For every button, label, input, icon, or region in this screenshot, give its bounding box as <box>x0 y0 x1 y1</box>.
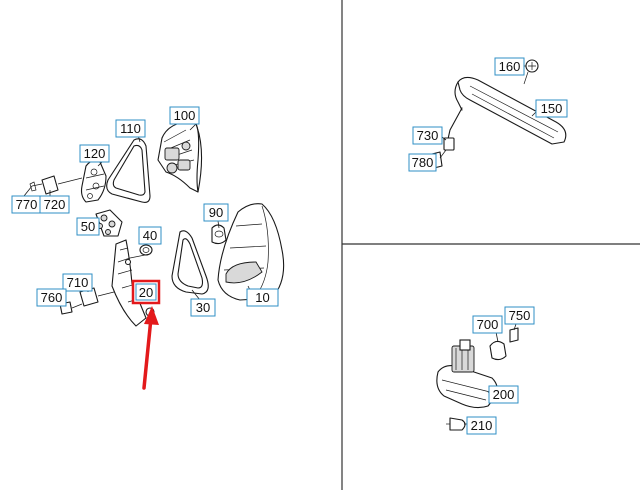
part-730-wire[interactable] <box>443 107 463 151</box>
svg-text:160: 160 <box>499 59 521 74</box>
tag-20-highlighted[interactable]: 20 <box>131 279 161 305</box>
tag-160[interactable]: 160 <box>494 57 525 76</box>
svg-text:700: 700 <box>477 317 499 332</box>
part-750-clip[interactable] <box>509 327 519 343</box>
tag-90[interactable]: 90 <box>203 203 229 222</box>
tag-150[interactable]: 150 <box>535 99 568 118</box>
tag-770[interactable]: 770 <box>11 195 42 214</box>
part-tags: 100 110 120 770 720 50 40 90 <box>11 57 568 435</box>
svg-text:150: 150 <box>541 101 563 116</box>
part-110-frame[interactable] <box>106 138 151 203</box>
svg-text:50: 50 <box>81 219 95 234</box>
tag-720[interactable]: 720 <box>39 195 70 214</box>
tag-730[interactable]: 730 <box>412 126 443 145</box>
part-150-strip[interactable] <box>454 76 567 145</box>
part-100-housing[interactable] <box>157 121 203 193</box>
part-10-cover[interactable] <box>217 203 285 301</box>
svg-text:210: 210 <box>471 418 493 433</box>
part-30-glass[interactable] <box>171 230 209 295</box>
part-770-connector[interactable] <box>29 175 83 195</box>
svg-text:750: 750 <box>509 308 531 323</box>
svg-text:760: 760 <box>41 290 63 305</box>
tag-100[interactable]: 100 <box>169 106 200 125</box>
svg-text:40: 40 <box>143 228 157 243</box>
svg-text:20: 20 <box>139 285 153 300</box>
part-50-sensor[interactable] <box>95 209 123 237</box>
panel-dividers <box>341 0 640 490</box>
mirror-assembly <box>23 121 285 327</box>
part-120-bracket[interactable] <box>80 160 107 203</box>
part-200-lamp[interactable] <box>436 339 498 409</box>
svg-text:100: 100 <box>174 108 196 123</box>
svg-text:770: 770 <box>16 197 38 212</box>
tag-40[interactable]: 40 <box>138 226 162 245</box>
svg-text:730: 730 <box>417 128 439 143</box>
tag-110[interactable]: 110 <box>115 119 146 138</box>
part-760-clip[interactable] <box>59 301 83 315</box>
tag-710[interactable]: 710 <box>62 273 93 292</box>
tag-50[interactable]: 50 <box>76 217 100 236</box>
tag-750[interactable]: 750 <box>504 306 535 325</box>
svg-text:720: 720 <box>44 197 66 212</box>
part-40-ring[interactable] <box>139 244 153 256</box>
svg-text:30: 30 <box>196 300 210 315</box>
part-700-bulb-holder[interactable] <box>489 340 507 361</box>
tag-200[interactable]: 200 <box>488 385 519 404</box>
tag-700[interactable]: 700 <box>472 315 503 334</box>
tag-210[interactable]: 210 <box>466 416 497 435</box>
tag-760[interactable]: 760 <box>36 288 67 307</box>
tag-120[interactable]: 120 <box>79 144 110 163</box>
svg-text:10: 10 <box>255 290 269 305</box>
svg-text:90: 90 <box>209 205 223 220</box>
tag-10[interactable]: 10 <box>246 288 279 307</box>
tag-30[interactable]: 30 <box>190 298 216 317</box>
tag-780[interactable]: 780 <box>408 153 437 172</box>
part-210-bulb[interactable] <box>446 417 466 431</box>
svg-text:120: 120 <box>84 146 106 161</box>
part-160-screw[interactable] <box>523 59 539 85</box>
highlight-arrow <box>142 306 159 390</box>
svg-text:110: 110 <box>120 121 141 136</box>
turn-signal-strip <box>431 59 567 169</box>
svg-text:710: 710 <box>67 275 89 290</box>
svg-text:780: 780 <box>412 155 434 170</box>
puddle-lamp <box>436 323 519 431</box>
leader-lines-lamp <box>464 323 517 425</box>
svg-text:200: 200 <box>493 387 515 402</box>
